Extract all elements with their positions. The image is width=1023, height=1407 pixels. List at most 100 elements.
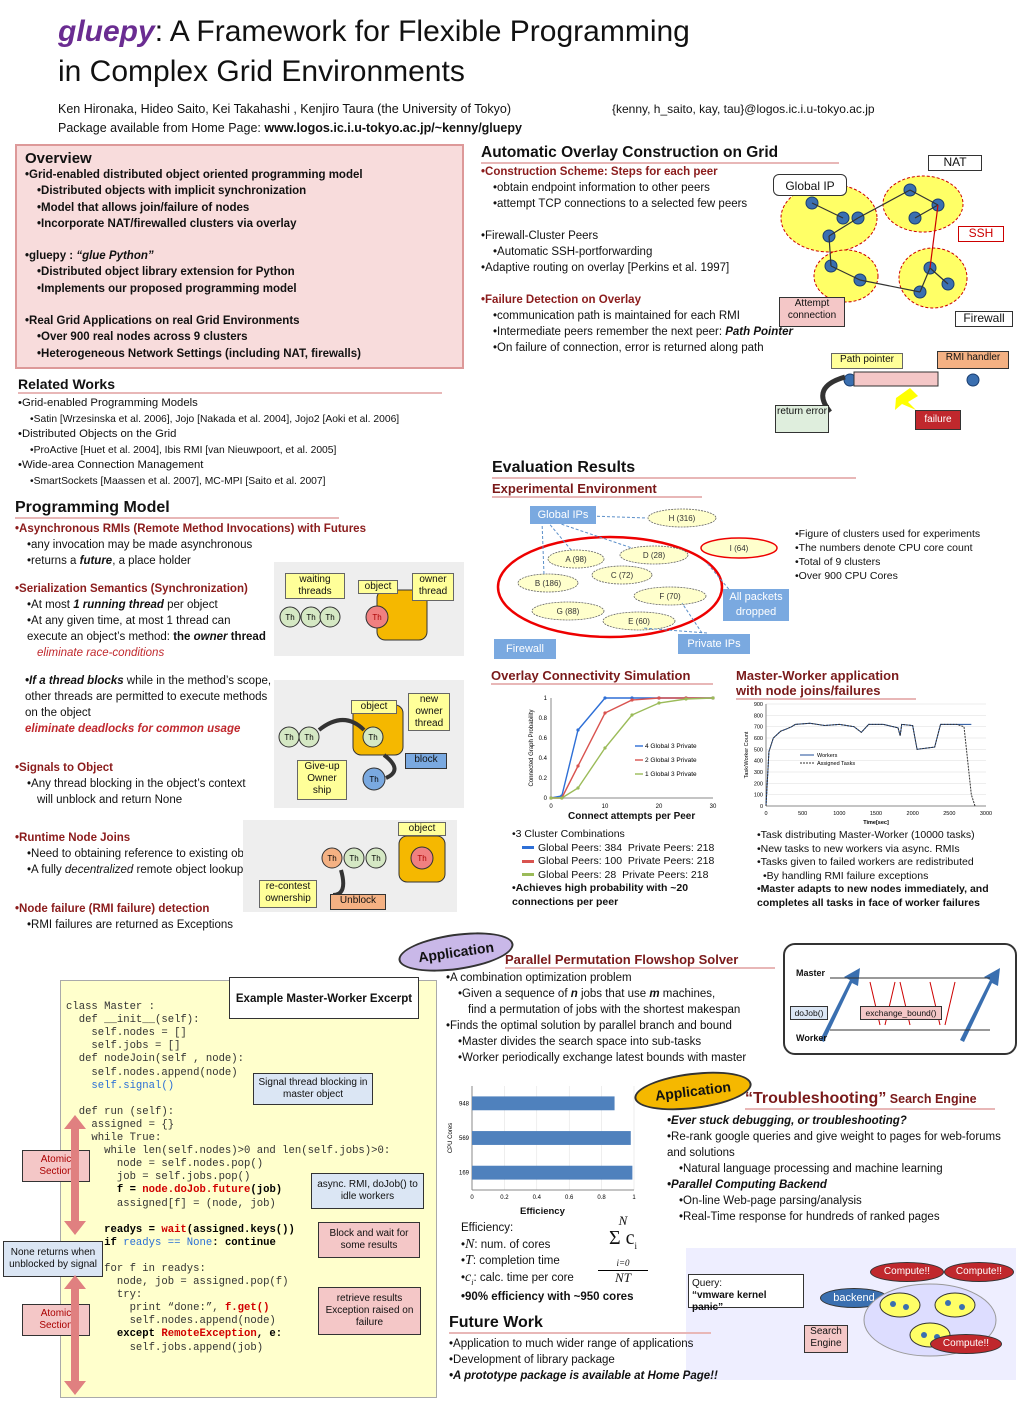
pathptr-label: Path pointer [831, 353, 903, 369]
package-line: Package available from Home Page: www.lo… [58, 121, 522, 135]
prog-fail: •Node failure (RMI failure) detection •R… [15, 903, 234, 931]
thread-x: Th [327, 854, 336, 863]
poster-title: gluepy: A Framework for Flexible Program… [58, 15, 690, 88]
mw-y-tick: 400 [754, 759, 763, 765]
cluster-a: A (98) [565, 555, 587, 564]
firewall-label: Firewall [955, 311, 1013, 327]
sim-legend-entry: 1 Global 3 Private [645, 771, 697, 778]
sim-point [576, 786, 580, 790]
mw-y-tick: 900 [754, 702, 763, 708]
sim-y-tick: 1 [544, 696, 548, 702]
future-list: •Application to much wider range of appl… [449, 1338, 718, 1382]
package-url[interactable]: www.logos.ic.i.u-tokyo.ac.jp/~kenny/glue… [264, 121, 522, 135]
eff-category-label: 569 [459, 1136, 470, 1142]
sim-x-tick: 10 [602, 804, 609, 810]
sim-ylabel: Connected Graph Probability [529, 709, 535, 786]
excerpt-label: Example Master-Worker Excerpt [229, 977, 419, 1019]
cluster-f: F (70) [659, 592, 681, 601]
mw-y-tick: 600 [754, 736, 763, 742]
mw-x-tick: 1000 [833, 811, 845, 817]
sim-point [603, 746, 607, 750]
mw-y-tick: 800 [754, 713, 763, 719]
cluster-g: G (88) [557, 607, 580, 616]
sim-point [711, 696, 715, 700]
cluster-e: E (60) [628, 617, 650, 626]
overlay-diagram [780, 175, 980, 414]
sim-title: Overlay Connectivity Simulation [491, 668, 713, 685]
mw-y-tick: 500 [754, 747, 763, 753]
waiting-threads-label: waiting threads [285, 573, 345, 599]
cluster-b: B (186) [535, 579, 562, 588]
mw-series-line-0 [765, 722, 972, 807]
sim-xlabel: Connect attempts per Peer [568, 811, 696, 822]
prog-block: •If a thread blocks while in the method’… [25, 675, 272, 735]
mw-y-tick: 300 [754, 770, 763, 776]
sim-y-tick: 0.6 [539, 736, 548, 742]
attempt-label: Attempt connection [779, 297, 845, 327]
node-join-diagram: Th Th Th Th [243, 820, 457, 912]
globalip-label: Global IP [773, 174, 847, 196]
sim-series-line-2 [551, 697, 714, 799]
unblock-label: Unblock [330, 894, 386, 910]
private-ips-label: Private IPs [678, 634, 750, 654]
sim-point [603, 696, 607, 700]
mw-y-tick: 700 [754, 725, 763, 731]
sim-point [576, 764, 580, 768]
eff-xlabel: Efficiency [520, 1206, 565, 1217]
eval-sub: Experimental Environment [492, 481, 702, 498]
global-ips-label: Global IPs [530, 506, 596, 524]
eff-bar [472, 1096, 615, 1111]
mw-x-tick: 2000 [907, 811, 919, 817]
dropped-label: All packets dropped [723, 589, 789, 621]
cluster-c: C (72) [611, 571, 634, 580]
giveup-label: Give-up Owner ship [297, 760, 347, 800]
ssh-label: SSH [958, 226, 1004, 242]
future-title: Future Work [449, 1314, 711, 1334]
note-retrieve: retrieve results Exception raised on fai… [318, 1287, 421, 1335]
sim-y-tick: 0.2 [539, 776, 548, 782]
prog-async: •Asynchronous RMIs (Remote Method Invoca… [15, 523, 366, 567]
overview-box: Overview •Grid-enabled distributed objec… [15, 144, 464, 369]
cluster-diagram: H (316) A (98) D (28) I (64) C (72) B (1… [496, 508, 778, 639]
eff-x-tick: 0.8 [597, 1195, 606, 1201]
note-signal: Signal thread blocking in master object [253, 1073, 373, 1105]
sim-point [657, 696, 661, 700]
app1-title: Parallel Permutation Flowshop Solver [505, 952, 775, 969]
sim-x-tick: 20 [656, 804, 663, 810]
compute-bubble-1: Compute!! [870, 1262, 944, 1282]
eval-title: Evaluation Results [492, 459, 856, 479]
related-list: •Grid-enabled Programming Models •Satin … [18, 397, 400, 487]
owner-thread-3: Th [417, 854, 426, 863]
thread-3: Th [325, 613, 334, 622]
cluster-notes: •Figure of clusters used for experiments… [795, 528, 981, 582]
block-label: block [405, 753, 447, 769]
reterr-label: return error [775, 405, 829, 433]
sim-point [630, 713, 634, 717]
related-title: Related Works [18, 376, 442, 394]
mw-ylabel: Task/Worker Count [744, 731, 750, 778]
object3-label: object [398, 822, 446, 836]
authors: Ken Hironaka, Hideo Saito, Kei Takahashi… [58, 102, 512, 116]
sim-point [576, 728, 580, 732]
thread-2: Th [306, 613, 315, 622]
eff-x-tick: 0.6 [565, 1195, 574, 1201]
sim-point [560, 796, 564, 800]
mw-x-tick: 500 [798, 811, 807, 817]
prog-title: Programming Model [15, 499, 339, 519]
owner-thread-label: owner thread [412, 573, 454, 601]
sim-point [549, 796, 553, 800]
dojob-label: doJob() [790, 1006, 828, 1020]
query-box: Query:“vmware kernel panic” [688, 1274, 804, 1313]
thread-a: Th [284, 733, 293, 742]
thread-b: Th [304, 733, 313, 742]
email: {kenny, h_saito, kay, tau}@logos.ic.i.u-… [612, 102, 875, 116]
overlay-text: •Construction Scheme: Steps for each pee… [481, 166, 793, 354]
owner-thread: Th [372, 613, 381, 622]
object2-label: object [351, 700, 397, 714]
overlay-title: Automatic Overlay Construction on Grid [481, 144, 839, 164]
new-owner: Th [368, 733, 377, 742]
code-listing: class Master : def __init__(self): self.… [66, 1001, 391, 1354]
eff-category-label: 169 [459, 1171, 470, 1177]
